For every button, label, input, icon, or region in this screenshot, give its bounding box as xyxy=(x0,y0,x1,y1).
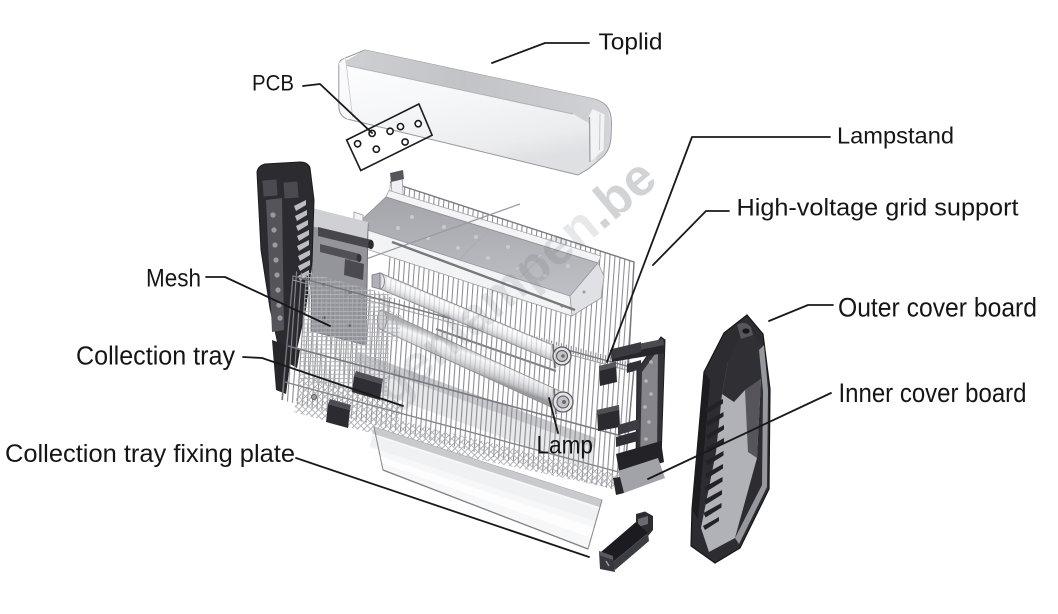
svg-text:Lamp: Lamp xyxy=(537,432,594,460)
svg-text:Lampstand: Lampstand xyxy=(837,123,954,149)
svg-text:Toplid: Toplid xyxy=(599,29,663,55)
svg-text:PCB: PCB xyxy=(252,71,294,96)
svg-text:Inner cover board: Inner cover board xyxy=(839,378,1027,408)
svg-text:High-voltage grid support: High-voltage grid support xyxy=(737,195,1019,222)
svg-text:Collection tray fixing plate: Collection tray fixing plate xyxy=(5,440,295,468)
svg-text:Outer cover board: Outer cover board xyxy=(838,293,1037,323)
svg-text:Mesh: Mesh xyxy=(146,265,201,293)
svg-text:Collection tray: Collection tray xyxy=(76,343,235,371)
